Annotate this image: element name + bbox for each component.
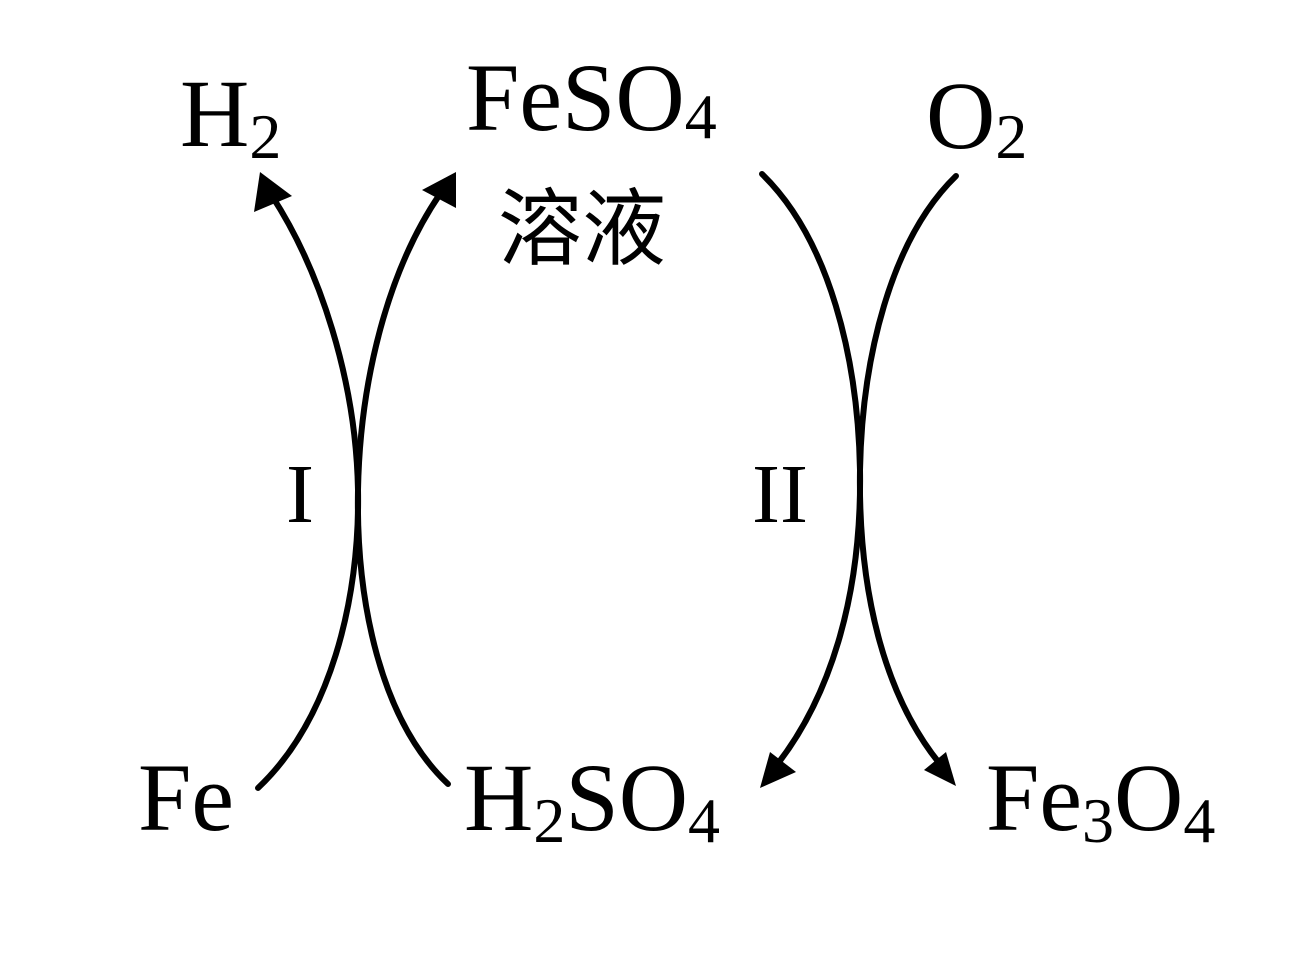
label-feso4: FeSO4 bbox=[466, 44, 717, 152]
arrow-o2-to-fe3o4 bbox=[856, 173, 959, 767]
arrow-h2so4-to-feso4 bbox=[354, 191, 451, 787]
label-h2so4: H2SO4 bbox=[464, 744, 720, 856]
arrow-head-h2 bbox=[254, 172, 292, 212]
label-solution: 溶液 bbox=[498, 180, 666, 278]
label-fe: Fe bbox=[138, 744, 234, 851]
label-h2: H2 bbox=[180, 60, 281, 172]
arrow-head-feso4 bbox=[422, 172, 456, 208]
step-label-2: II bbox=[752, 448, 808, 541]
arrow-head-fe3o4 bbox=[924, 752, 956, 786]
step-label-1: I bbox=[286, 448, 314, 541]
arrow-head-h2so4 bbox=[760, 752, 796, 788]
label-fe3o4: Fe3O4 bbox=[986, 744, 1215, 856]
label-o2: O2 bbox=[926, 62, 1027, 172]
